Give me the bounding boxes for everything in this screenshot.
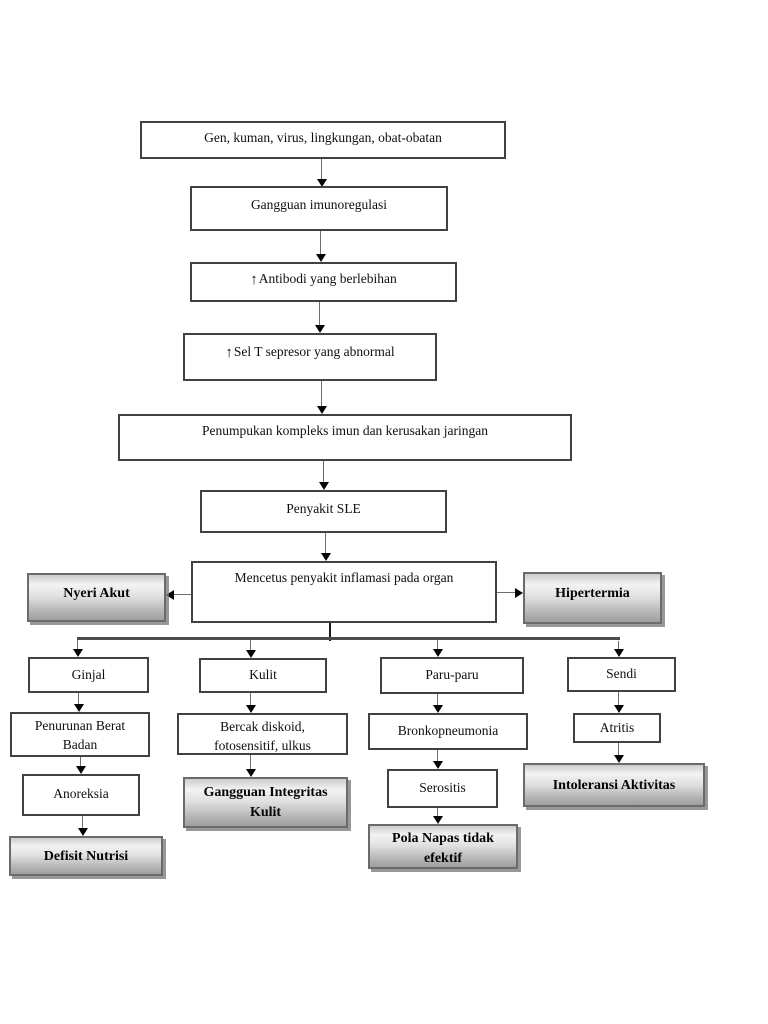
arrow-branch-to-sendi (613, 641, 625, 657)
arrow-branch-to-paru (432, 640, 444, 657)
node-bronkopneumonia: Bronkopneumonia (368, 713, 528, 750)
node-sel-t-label: Sel T sepresor yang abnormal (233, 344, 395, 359)
node-sendi: Sendi (567, 657, 676, 692)
node-kulit: Kulit (199, 658, 327, 693)
arrow-kulit-to-bercak (245, 693, 257, 713)
node-serositis: Serositis (387, 769, 498, 808)
arrow-atritis-to-intoleransi (613, 743, 625, 763)
node-gangguan-imunoregulasi: Gangguan imunoregulasi (190, 186, 448, 231)
arrow-antibodi-to-selt (314, 302, 326, 333)
arrow-ginjal-to-penurunan (73, 693, 85, 712)
arrow-etiology-to-imunoregulasi (316, 159, 328, 187)
node-sel-t-sepresor: ↑Sel T sepresor yang abnormal (183, 333, 437, 381)
arrow-paru-to-bronkopneumonia (432, 694, 444, 713)
branch-connector-bar (77, 637, 620, 640)
node-mencetus-inflamasi: Mencetus penyakit inflamasi pada organ (191, 561, 497, 623)
arrow-branch-to-ginjal (72, 640, 84, 657)
arrow-penurunan-to-anoreksia (75, 757, 87, 774)
node-dx-gangguan-integritas-kulit: Gangguan Integritas Kulit (183, 777, 348, 828)
node-anoreksia: Anoreksia (22, 774, 140, 816)
node-antibodi-berlebihan: ↑Antibodi yang berlebihan (190, 262, 457, 302)
increase-arrow-icon: ↑ (225, 345, 233, 361)
arrow-branch-to-kulit (245, 640, 257, 658)
node-atritis: Atritis (573, 713, 661, 743)
node-penyakit-sle: Penyakit SLE (200, 490, 447, 533)
node-etiology: Gen, kuman, virus, lingkungan, obat-obat… (140, 121, 506, 159)
node-dx-nyeri-akut: Nyeri Akut (27, 573, 166, 622)
node-dx-intoleransi-aktivitas: Intoleransi Aktivitas (523, 763, 705, 807)
node-dx-hipertermia: Hipertermia (523, 572, 662, 624)
node-antibodi-label: Antibodi yang berlebihan (258, 271, 397, 286)
node-dx-defisit-nutrisi: Defisit Nutrisi (9, 836, 163, 876)
node-penumpukan-kompleks-imun: Penumpukan kompleks imun dan kerusakan j… (118, 414, 572, 461)
node-ginjal: Ginjal (28, 657, 149, 693)
arrow-mencetus-to-hipertermia (497, 587, 523, 599)
node-paru-paru: Paru-paru (380, 657, 524, 694)
arrow-sle-to-mencetus (320, 533, 332, 561)
connector-stub (329, 623, 331, 641)
arrow-mencetus-to-nyeri-akut (166, 589, 191, 601)
arrow-bercak-to-gangguan-integritas (245, 755, 257, 777)
arrow-anoreksia-to-defisit (77, 816, 89, 836)
arrow-imunoregulasi-to-antibodi (315, 231, 327, 262)
arrow-sendi-to-atritis (613, 692, 625, 713)
arrow-selt-to-penumpukan (316, 381, 328, 414)
arrow-bronkopneumonia-to-serositis (432, 750, 444, 769)
node-penurunan-berat-badan: Penurunan Berat Badan (10, 712, 150, 757)
node-bercak-diskoid: Bercak diskoid, fotosensitif, ulkus (177, 713, 348, 755)
arrow-penumpukan-to-sle (318, 461, 330, 490)
increase-arrow-icon: ↑ (250, 272, 258, 288)
arrow-serositis-to-pola-napas (432, 808, 444, 824)
node-dx-pola-napas: Pola Napas tidak efektif (368, 824, 518, 869)
